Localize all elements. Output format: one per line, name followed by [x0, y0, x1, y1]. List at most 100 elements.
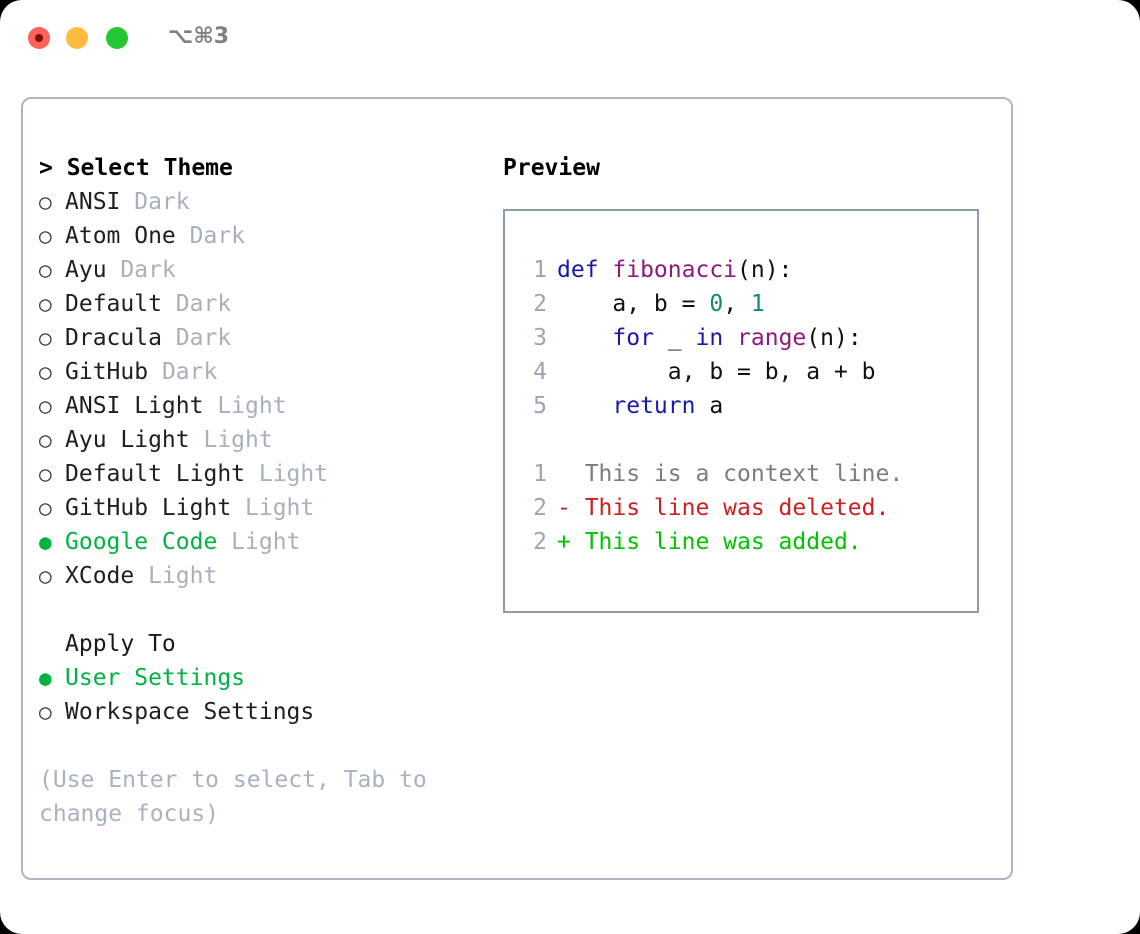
radio-unselected-icon[interactable]: ○	[39, 462, 52, 486]
radio-unselected-icon[interactable]: ○	[39, 326, 52, 350]
radio-selected-icon[interactable]: ●	[39, 666, 52, 690]
code-token: range	[737, 325, 807, 351]
theme-variant-badge: Dark	[120, 189, 190, 215]
theme-list-item[interactable]: ○ XCode Light	[39, 559, 489, 593]
apply-to-list[interactable]: ● User Settings ○ Workspace Settings	[39, 661, 489, 729]
theme-variant-badge: Light	[245, 461, 329, 487]
theme-name: Dracula	[65, 325, 162, 351]
theme-name: Default Light	[65, 461, 246, 487]
theme-variant-badge: Light	[203, 393, 287, 419]
line-number: 1	[533, 461, 547, 487]
radio-unselected-icon[interactable]: ○	[39, 496, 52, 520]
theme-variant-badge: Light	[231, 495, 315, 521]
theme-list-item[interactable]: ○ ANSI Dark	[39, 185, 489, 219]
code-token: _	[653, 325, 696, 351]
apply-to-label: User Settings	[65, 665, 246, 691]
radio-unselected-icon[interactable]: ○	[39, 292, 52, 316]
theme-variant-badge: Light	[134, 563, 218, 589]
radio-unselected-icon[interactable]: ○	[39, 394, 52, 418]
line-number: 5	[533, 393, 547, 419]
diff-text: + This line was added.	[557, 529, 862, 555]
apply-to-item[interactable]: ● User Settings	[39, 661, 489, 695]
diff-text: This is a context line.	[557, 461, 904, 487]
radio-unselected-icon[interactable]: ○	[39, 360, 52, 384]
theme-variant-badge: Light	[217, 529, 301, 555]
diff-line: 2 - This line was deleted.	[519, 491, 977, 525]
theme-list-item[interactable]: ○ Ayu Dark	[39, 253, 489, 287]
preview-title: Preview	[503, 155, 600, 181]
close-button[interactable]	[28, 27, 50, 49]
radio-unselected-icon[interactable]: ○	[39, 564, 52, 588]
theme-list[interactable]: ○ ANSI Dark ○ Atom One Dark ○ Ayu Dark ○ Defaul…	[39, 185, 489, 593]
radio-unselected-icon[interactable]: ○	[39, 700, 52, 724]
theme-list-item[interactable]: ○ Atom One Dark	[39, 219, 489, 253]
code-line: 4 a, b = b, a + b	[519, 355, 977, 389]
line-number: 1	[533, 257, 547, 283]
theme-variant-badge: Dark	[161, 291, 232, 317]
theme-name: GitHub Light	[65, 495, 232, 521]
code-token: (n):	[737, 257, 793, 283]
theme-list-item[interactable]: ○ Ayu Light Light	[39, 423, 489, 457]
line-number: 2	[533, 529, 547, 555]
line-number: 2	[533, 495, 547, 521]
diff-line: 2 + This line was added.	[519, 525, 977, 559]
theme-variant-badge: Dark	[175, 223, 246, 249]
apply-to-header: Apply To	[65, 631, 176, 657]
theme-name: GitHub	[65, 359, 149, 385]
code-token: 0	[709, 291, 724, 317]
code-token: def	[557, 257, 613, 283]
apply-to-item[interactable]: ○ Workspace Settings	[39, 695, 489, 729]
theme-variant-badge: Dark	[106, 257, 176, 283]
radio-unselected-icon[interactable]: ○	[39, 428, 52, 452]
code-line: 2 a, b = 0, 1	[519, 287, 977, 321]
theme-name: Ayu	[65, 257, 107, 283]
code-token	[557, 393, 612, 419]
radio-selected-icon[interactable]: ●	[39, 530, 52, 554]
code-token: return	[612, 393, 696, 419]
code-token: (n):	[806, 325, 862, 351]
hint-text: (Use Enter to select, Tab to change focu…	[39, 767, 441, 827]
radio-unselected-icon[interactable]: ○	[39, 190, 52, 214]
code-line: 5 return a	[519, 389, 977, 423]
theme-name: Ayu Light	[65, 427, 190, 453]
theme-variant-badge: Light	[189, 427, 273, 453]
apply-to-label: Workspace Settings	[65, 699, 315, 725]
line-number: 2	[533, 291, 547, 317]
theme-selector-column: > Select Theme ○ANSI Dark○Atom One Dark○…	[39, 151, 489, 831]
radio-unselected-icon[interactable]: ○	[39, 258, 52, 282]
code-line: 3 for _ in range(n):	[519, 321, 977, 355]
code-token: 1	[750, 291, 765, 317]
theme-list-item[interactable]: ○ Default Dark	[39, 287, 489, 321]
main-panel: > Select Theme ○ANSI Dark○Atom One Dark○…	[21, 97, 1013, 880]
code-diff-spacer	[519, 423, 977, 457]
theme-list-item[interactable]: ○GitHub Dark	[39, 355, 489, 389]
theme-name: XCode	[65, 563, 135, 589]
theme-list-item[interactable]: ○ GitHub Light Light	[39, 491, 489, 525]
diff-text: - This line was deleted.	[557, 495, 890, 521]
theme-list-item[interactable]: ○Dracula Dark	[39, 321, 489, 355]
keyboard-shortcut-label: ⌥⌘3	[168, 24, 230, 49]
theme-name: Atom One	[65, 223, 176, 249]
diff-line: 1 This is a context line.	[519, 457, 977, 491]
line-number: 3	[533, 325, 547, 351]
theme-name: ANSI Light	[65, 393, 204, 419]
code-token: fibonacci	[612, 257, 738, 283]
diff-sample: 1 This is a context line. 2 - This line wa…	[519, 457, 977, 559]
code-token: in	[695, 325, 724, 351]
maximize-button[interactable]	[106, 27, 128, 49]
theme-list-item[interactable]: ○ Default Light Light	[39, 457, 489, 491]
select-theme-header: > Select Theme	[39, 155, 233, 181]
theme-name: ANSI	[65, 189, 121, 215]
code-token: a	[695, 393, 724, 419]
code-token	[723, 325, 737, 351]
code-token: for	[612, 325, 654, 351]
minimize-button[interactable]	[66, 27, 88, 49]
theme-list-item[interactable]: ○ ANSI Light Light	[39, 389, 489, 423]
radio-unselected-icon[interactable]: ○	[39, 224, 52, 248]
theme-name: Default	[65, 291, 162, 317]
theme-list-item[interactable]: ●Google Code Light	[39, 525, 489, 559]
